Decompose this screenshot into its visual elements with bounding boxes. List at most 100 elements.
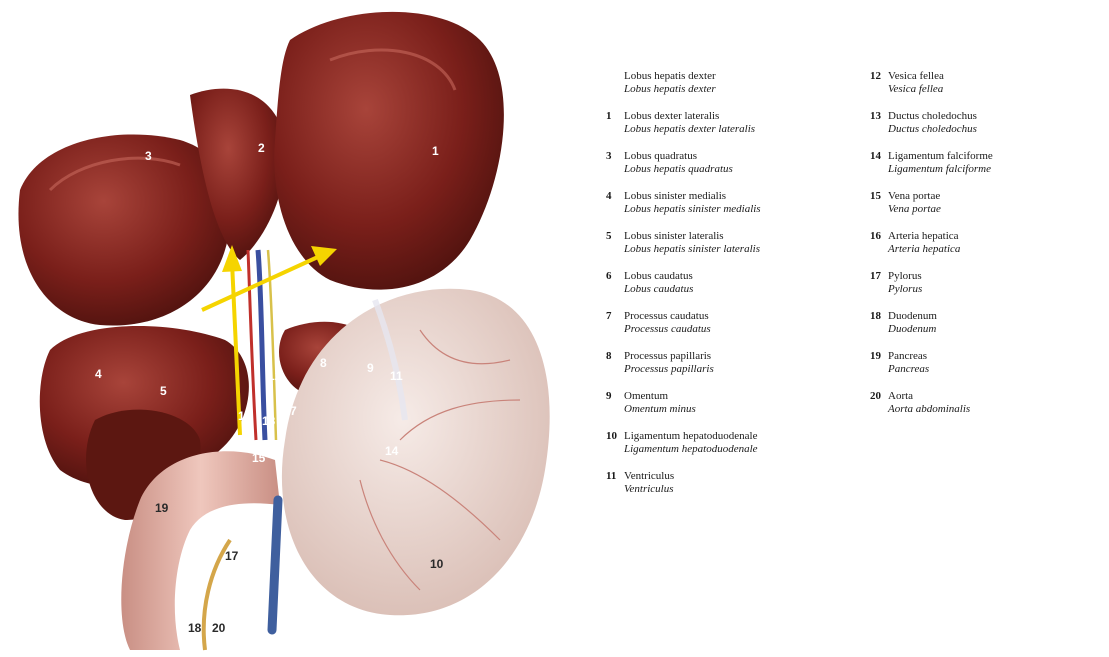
legend-number: 3 (606, 150, 612, 163)
legend-latin-term: Ligamentum falciforme (888, 163, 1105, 176)
legend-latin-term: Pylorus (888, 283, 1105, 296)
legend-latin-term: Lobus hepatis dexter lateralis (624, 123, 846, 136)
legend-number: 17 (870, 270, 881, 283)
legend-latin-term: Lobus hepatis sinister medialis (624, 203, 846, 216)
figure-label-14: 14 (385, 444, 399, 458)
figure-label-20: 20 (212, 621, 226, 635)
figure-label-8: 8 (320, 356, 327, 370)
legend-term: Lobus sinister lateralis (624, 230, 846, 243)
legend-latin-term: Lobus hepatis sinister lateralis (624, 243, 846, 256)
legend-number: 20 (870, 390, 881, 403)
legend-latin-term: Lobus hepatis quadratus (624, 163, 846, 176)
legend-latin-term: Pancreas (888, 363, 1105, 376)
legend-latin-term: Ligamentum hepatoduodenale (624, 443, 846, 456)
legend-term: Lobus sinister medialis (624, 190, 846, 203)
legend-term: Ductus choledochus (888, 110, 1105, 123)
legend-latin-term: Arteria hepatica (888, 243, 1105, 256)
liver-lobe-left-lateral (274, 12, 504, 290)
legend-number: 12 (870, 70, 881, 83)
figure-label-18: 18 (188, 621, 202, 635)
legend-term: Omentum (624, 390, 846, 403)
legend-latin-term: Vena portae (888, 203, 1105, 216)
legend-term: Ligamentum falciforme (888, 150, 1105, 163)
figure-label-11: 11 (390, 369, 403, 383)
legend-term: Lobus hepatis dexter (624, 70, 846, 83)
figure-label-19: 19 (155, 501, 169, 515)
figure-label-17: 17 (225, 549, 239, 563)
portal-vessel-blue (258, 250, 265, 440)
figure-label-1: 1 (432, 144, 439, 158)
figure-label-6: 6 (278, 381, 285, 395)
legend-latin-term: Processus caudatus (624, 323, 846, 336)
legend-term: Processus papillaris (624, 350, 846, 363)
legend-number: 6 (606, 270, 612, 283)
liver-lobe-right-lateral (18, 134, 231, 325)
figure-label-9: 9 (367, 361, 374, 375)
legend-term: Duodenum (888, 310, 1105, 323)
legend-number: 19 (870, 350, 881, 363)
legend-latin-term: Vesica fellea (888, 83, 1105, 96)
figure-label-13: 13 (262, 414, 276, 428)
figure-label-15: 15 (252, 451, 266, 465)
legend-number: 11 (606, 470, 616, 483)
legend-term: Processus caudatus (624, 310, 846, 323)
figure-label-10: 10 (430, 557, 444, 571)
legend-latin-term: Aorta abdominalis (888, 403, 1105, 416)
legend-term: Ventriculus (624, 470, 846, 483)
legend-number: 14 (870, 150, 881, 163)
legend-term: Pylorus (888, 270, 1105, 283)
legend-latin-term: Lobus hepatis dexter (624, 83, 846, 96)
figure-label-12: 12 (268, 369, 282, 383)
legend-number: 10 (606, 430, 617, 443)
legend-number: 7 (606, 310, 612, 323)
legend-latin-term: Processus papillaris (624, 363, 846, 376)
legend-number: 1 (606, 110, 612, 123)
legend-number: 8 (606, 350, 612, 363)
anatomy-illustration: 1 2 3 4 5 6 7 8 9 10 11 12 13 14 15 16 1… (0, 0, 580, 657)
legend-latin-term: Duodenum (888, 323, 1105, 336)
legend-number: 15 (870, 190, 881, 203)
legend-number: 16 (870, 230, 881, 243)
legend-number: 4 (606, 190, 612, 203)
legend-latin-term: Lobus caudatus (624, 283, 846, 296)
figure-label-4: 4 (95, 367, 102, 381)
legend-term: Aorta (888, 390, 1105, 403)
legend-term: Pancreas (888, 350, 1105, 363)
legend-term: Lobus quadratus (624, 150, 846, 163)
figure-label-5: 5 (160, 384, 167, 398)
figure-label-3: 3 (145, 149, 152, 163)
figure-label-7: 7 (290, 404, 297, 418)
legend-latin-term: Ductus choledochus (888, 123, 1105, 136)
legend-number: 5 (606, 230, 612, 243)
legend-number: 18 (870, 310, 881, 323)
legend-term: Vesica fellea (888, 70, 1105, 83)
legend-entry: 17PylorusPylorus (870, 270, 1105, 296)
legend-term: Lobus caudatus (624, 270, 846, 283)
legend-number: 9 (606, 390, 612, 403)
figure-label-16: 16 (238, 409, 252, 423)
legend-term: Arteria hepatica (888, 230, 1105, 243)
legend-term: Lobus dexter lateralis (624, 110, 846, 123)
figure-label-2: 2 (258, 141, 265, 155)
legend-term: Vena portae (888, 190, 1105, 203)
